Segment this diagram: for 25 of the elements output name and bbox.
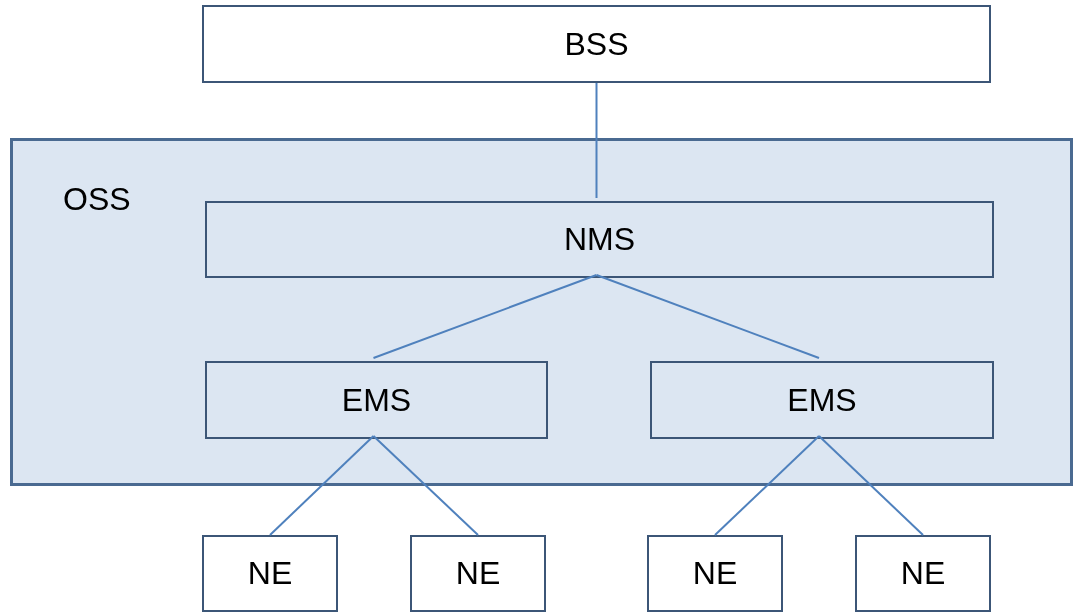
box-label: NE [692, 555, 738, 592]
process-box [205, 201, 994, 278]
box-label: NE [455, 555, 501, 592]
process-box [647, 535, 783, 612]
connector-line [372, 435, 479, 536]
process-box [855, 535, 991, 612]
box-label: NE [247, 555, 293, 592]
box-label: EMS [787, 381, 857, 419]
connector-line [269, 435, 375, 536]
process-box [205, 361, 548, 439]
connector-line [818, 435, 924, 536]
box-label: BSS [564, 25, 629, 63]
connector-line [372, 274, 598, 359]
process-box [650, 361, 994, 439]
connector-line [595, 82, 598, 199]
process-box [410, 535, 546, 612]
connector-line [595, 274, 820, 359]
group-label: OSS [63, 181, 131, 218]
box-label: EMS [341, 381, 412, 419]
process-box [202, 535, 338, 612]
process-box [202, 5, 991, 83]
connector-line [714, 435, 820, 536]
box-label: NE [900, 555, 946, 592]
box-label: NMS [563, 221, 636, 258]
group-panel [10, 138, 1073, 486]
